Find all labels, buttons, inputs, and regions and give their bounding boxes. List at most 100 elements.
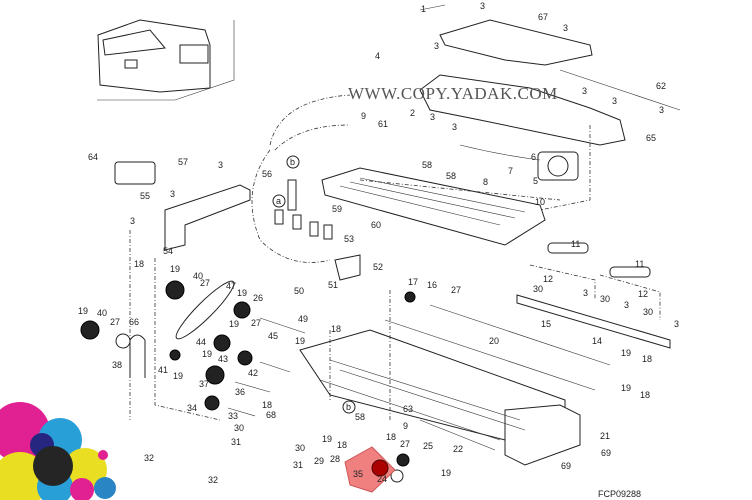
callout-label: 30 [295,443,305,453]
callout-label: 19 [202,349,212,359]
callout-label: 11 [635,259,644,269]
callout-label: 18 [337,440,347,450]
callout-label: 27 [400,439,410,449]
callout-label: 18 [262,400,272,410]
callout-label: 8 [483,177,488,187]
callout-label: 38 [112,360,122,370]
callout-label: 19 [621,348,631,358]
callout-label: 68 [266,410,276,420]
callout-label: 30 [533,284,543,294]
roller-assembly [516,242,671,349]
top-cover [419,4,681,146]
callout-label: 28 [330,454,340,464]
callout-label: 18 [331,324,341,334]
callout-label: 62 [656,81,666,91]
callout-label: 33 [228,411,238,421]
callout-label: 19 [322,434,332,444]
callout-label: 19 [173,371,183,381]
callout-label: 3 [434,41,439,51]
callout-label: 3 [583,288,588,298]
callout-label: 54 [163,246,173,256]
callout-label: 10 [535,197,545,207]
callout-label: 3 [659,105,664,115]
callout-label: 3 [452,122,457,132]
callout-label: 7 [508,166,513,176]
figure-code: FCP09288 [598,489,641,499]
harness-connectors [274,179,361,281]
callout-label: 20 [489,336,499,346]
callout-label: 27 [110,317,120,327]
callout-label: 42 [248,368,258,378]
printer-overview-inset [97,19,235,101]
callout-label: 32 [144,453,154,463]
callout-label: 3 [582,86,587,96]
callout-label: 9 [403,421,408,431]
callout-label: 27 [200,278,210,288]
callout-label: 61 [378,119,388,129]
callout-label: 34 [187,403,197,413]
callout-label: 2 [410,108,415,118]
callout-label: 3 [480,1,485,11]
callout-label: 58 [355,412,365,422]
callout-label: 35 [353,469,363,479]
callout-label: 19 [229,319,239,329]
callout-label: 1 [421,4,426,14]
callout-label: 21 [600,431,610,441]
guide-frame [321,167,546,246]
callout-label: 55 [140,191,150,201]
callout-label: 65 [646,133,656,143]
shafts [227,304,611,451]
fan [459,144,579,181]
callout-label: 19 [170,264,180,274]
highlighted-part-35 [344,446,396,493]
callout-label: 32 [208,475,218,485]
callout-label: 18 [640,390,650,400]
callout-label: 53 [344,234,354,244]
callout-label: 44 [196,337,206,347]
callout-label: 66 [129,317,139,327]
paper-chute [299,290,581,466]
callout-label: 40 [193,271,203,281]
callout-label: 26 [253,293,263,303]
callout-label: 3 [563,23,568,33]
color-logo [0,402,116,500]
callout-label: 69 [561,461,571,471]
reference-letter: b [290,157,295,167]
callout-label: 14 [592,336,602,346]
callout-label: 15 [541,319,551,329]
callout-label: 19 [237,288,247,298]
callout-label: 22 [453,444,463,454]
callout-label: 47 [226,281,236,291]
callout-label: 30 [234,423,244,433]
callout-label: 4 [375,51,380,61]
callout-label: 29 [314,456,324,466]
watermark-text: WWW.COPY.YADAK.COM [348,84,558,103]
callout-label: 31 [293,460,303,470]
callout-label: 49 [298,314,308,324]
callout-label: 27 [251,318,261,328]
callout-label: 30 [643,307,653,317]
callout-label: 40 [97,308,107,318]
callout-label: 52 [373,262,383,272]
callout-label: 25 [423,441,433,451]
callout-label: 18 [642,354,652,364]
callout-label: 59 [332,204,342,214]
callout-label: 18 [386,432,396,442]
callout-label: 3 [218,160,223,170]
callout-label: 37 [199,379,209,389]
callout-label: 16 [427,280,437,290]
callout-label: 60 [371,220,381,230]
callout-label: 30 [600,294,610,304]
callout-label: 31 [231,437,241,447]
callout-label: 51 [328,280,338,290]
callout-label: 3 [170,189,175,199]
reference-circle [272,194,286,208]
callout-label: 3 [612,96,617,106]
callout-label: 57 [178,157,188,167]
callout-label: 6 [531,152,536,162]
callout-label: 69 [601,448,611,458]
gear-icon [371,459,389,477]
callout-label: 5 [533,176,538,186]
